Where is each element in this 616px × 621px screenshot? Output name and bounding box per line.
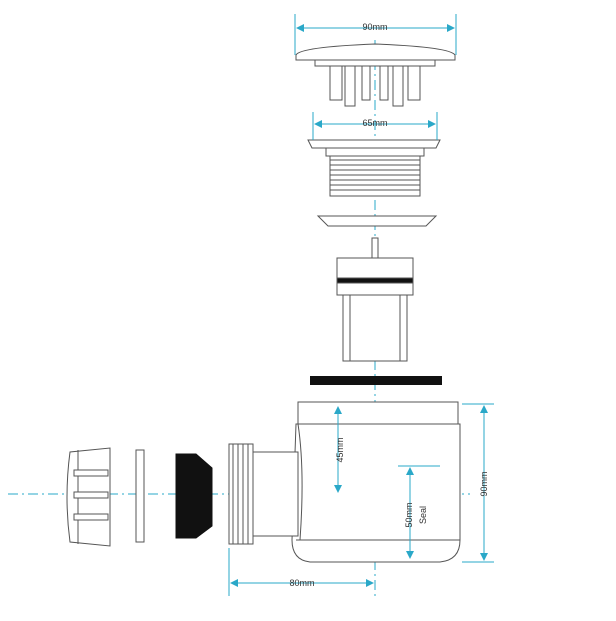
dim-cap-width: 90mm: [294, 14, 457, 55]
drain-cap: [295, 43, 456, 107]
dim-thread-width: 65mm: [312, 112, 438, 140]
label-seal-50: 50mm: [404, 502, 414, 527]
dim-offset-80: 80mm: [228, 548, 374, 596]
label-height-90: 90mm: [479, 471, 489, 496]
seal-gasket-bar: [310, 376, 442, 385]
horizontal-outlet-thread: [228, 443, 299, 545]
trap-body: [291, 401, 461, 563]
threaded-outlet: [307, 139, 441, 197]
label-thread-width: 65mm: [362, 118, 387, 128]
dim-depth-45: 45mm: [334, 406, 345, 493]
label-depth-45: 45mm: [335, 437, 345, 462]
rubber-cone-seal: [175, 453, 213, 539]
label-offset-80: 80mm: [289, 578, 314, 588]
side-washer: [135, 449, 145, 543]
label-cap-width: 90mm: [362, 22, 387, 32]
dim-seal-50: 50mm Seal: [398, 465, 440, 559]
compression-nut: [66, 447, 111, 547]
label-seal: Seal: [418, 506, 428, 524]
sleeve-insert: [336, 237, 414, 362]
flat-washer: [316, 215, 438, 227]
dim-height-90: 90mm: [462, 403, 494, 563]
